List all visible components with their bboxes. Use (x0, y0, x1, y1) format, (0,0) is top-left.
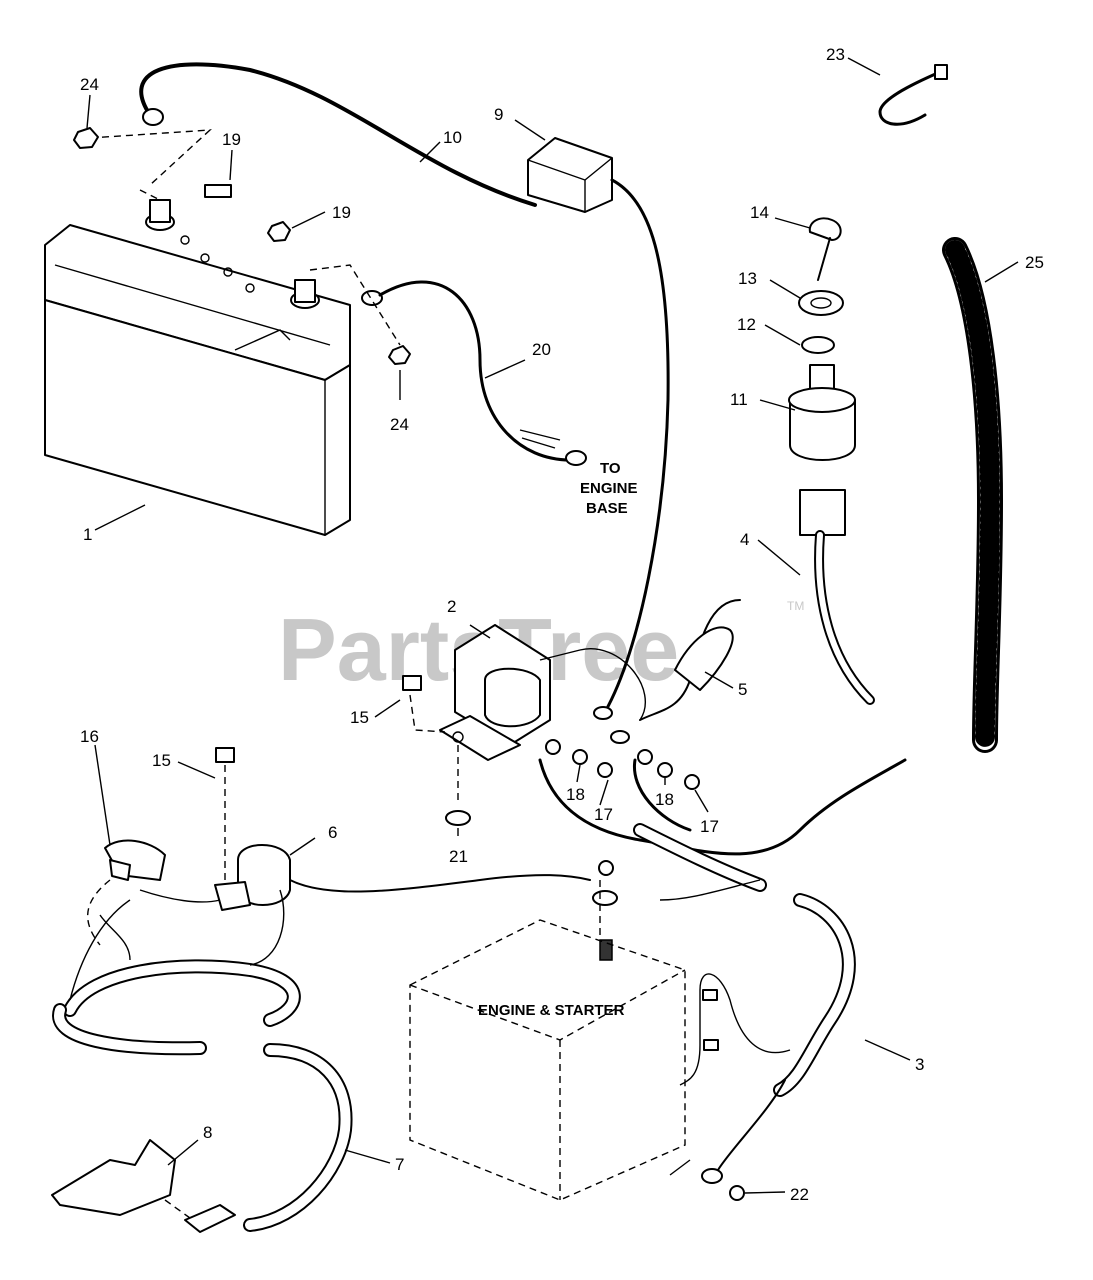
part-number-2: 2 (447, 597, 456, 616)
part-number-25: 25 (1025, 253, 1044, 272)
ignition-switch (788, 364, 856, 536)
starter-solenoid (439, 624, 551, 761)
part-number-1: 1 (83, 525, 92, 544)
cable-tie (878, 64, 948, 126)
battery (44, 199, 351, 536)
to-engine-base-line3: BASE (586, 500, 628, 517)
to-engine-base-line1: TO (600, 460, 621, 477)
inline-fuse (639, 599, 741, 721)
part-number-14: 14 (750, 203, 769, 222)
part-number-4: 4 (740, 530, 749, 549)
module-6 (139, 844, 591, 911)
part-number-23: 23 (826, 45, 845, 64)
engine-starter: ENGINE & STARTER (409, 919, 686, 1201)
ground-cable (361, 280, 587, 466)
nut-24b (388, 345, 411, 365)
to-engine-base-label: TO ENGINE BASE (580, 460, 638, 517)
part-number-7: 7 (395, 1155, 404, 1174)
part-number-11: 11 (730, 390, 748, 409)
bolt-19b (267, 221, 291, 242)
bolt-19a (204, 184, 232, 198)
part-number-24a: 24 (80, 75, 99, 94)
part-number-12: 12 (737, 315, 756, 334)
connector-16 (86, 839, 166, 946)
part-number-3: 3 (915, 1055, 924, 1074)
part-number-19a: 19 (222, 130, 241, 149)
part-number-17b: 17 (700, 817, 719, 836)
switch-hardware (798, 290, 844, 354)
positive-cable (139, 62, 537, 207)
part-number-9: 9 (494, 105, 503, 124)
part-number-13: 13 (738, 269, 757, 288)
part-number-18a: 18 (566, 785, 585, 804)
part-number-15b: 15 (152, 751, 171, 770)
part-number-20: 20 (532, 340, 551, 359)
switch-harness (814, 530, 875, 705)
part-number-10: 10 (443, 128, 462, 147)
main-harness (538, 758, 907, 1184)
part-number-17a: 17 (594, 805, 613, 824)
lower-harness (52, 889, 353, 1232)
watermark-tm: TM (787, 599, 804, 613)
solenoid-connections (215, 648, 700, 900)
part-number-8: 8 (203, 1123, 212, 1142)
part-number-15a: 15 (350, 708, 369, 727)
to-engine-base-line2: ENGINE (580, 480, 638, 497)
part-number-5: 5 (738, 680, 747, 699)
part-number-18b: 18 (655, 790, 674, 809)
part-number-24b: 24 (390, 415, 409, 434)
part-number-16: 16 (80, 727, 99, 746)
part-number-22: 22 (790, 1185, 809, 1204)
part-number-21: 21 (449, 847, 468, 866)
battery-fasteners (73, 127, 411, 365)
fuse-holder (527, 137, 670, 714)
part-number-6: 6 (328, 823, 337, 842)
engine-starter-label: ENGINE & STARTER (478, 1002, 625, 1019)
nut-24a (73, 127, 99, 149)
leader-lines (86, 57, 1019, 1194)
seat-switch (51, 1139, 236, 1233)
conduit (942, 237, 1003, 753)
engine-ground (592, 860, 745, 1201)
part-number-19b: 19 (332, 203, 351, 222)
ignition-key (808, 217, 842, 281)
part-numbers: 1 2 3 4 5 6 7 8 9 10 11 12 13 14 15 15 1… (80, 45, 1044, 1204)
